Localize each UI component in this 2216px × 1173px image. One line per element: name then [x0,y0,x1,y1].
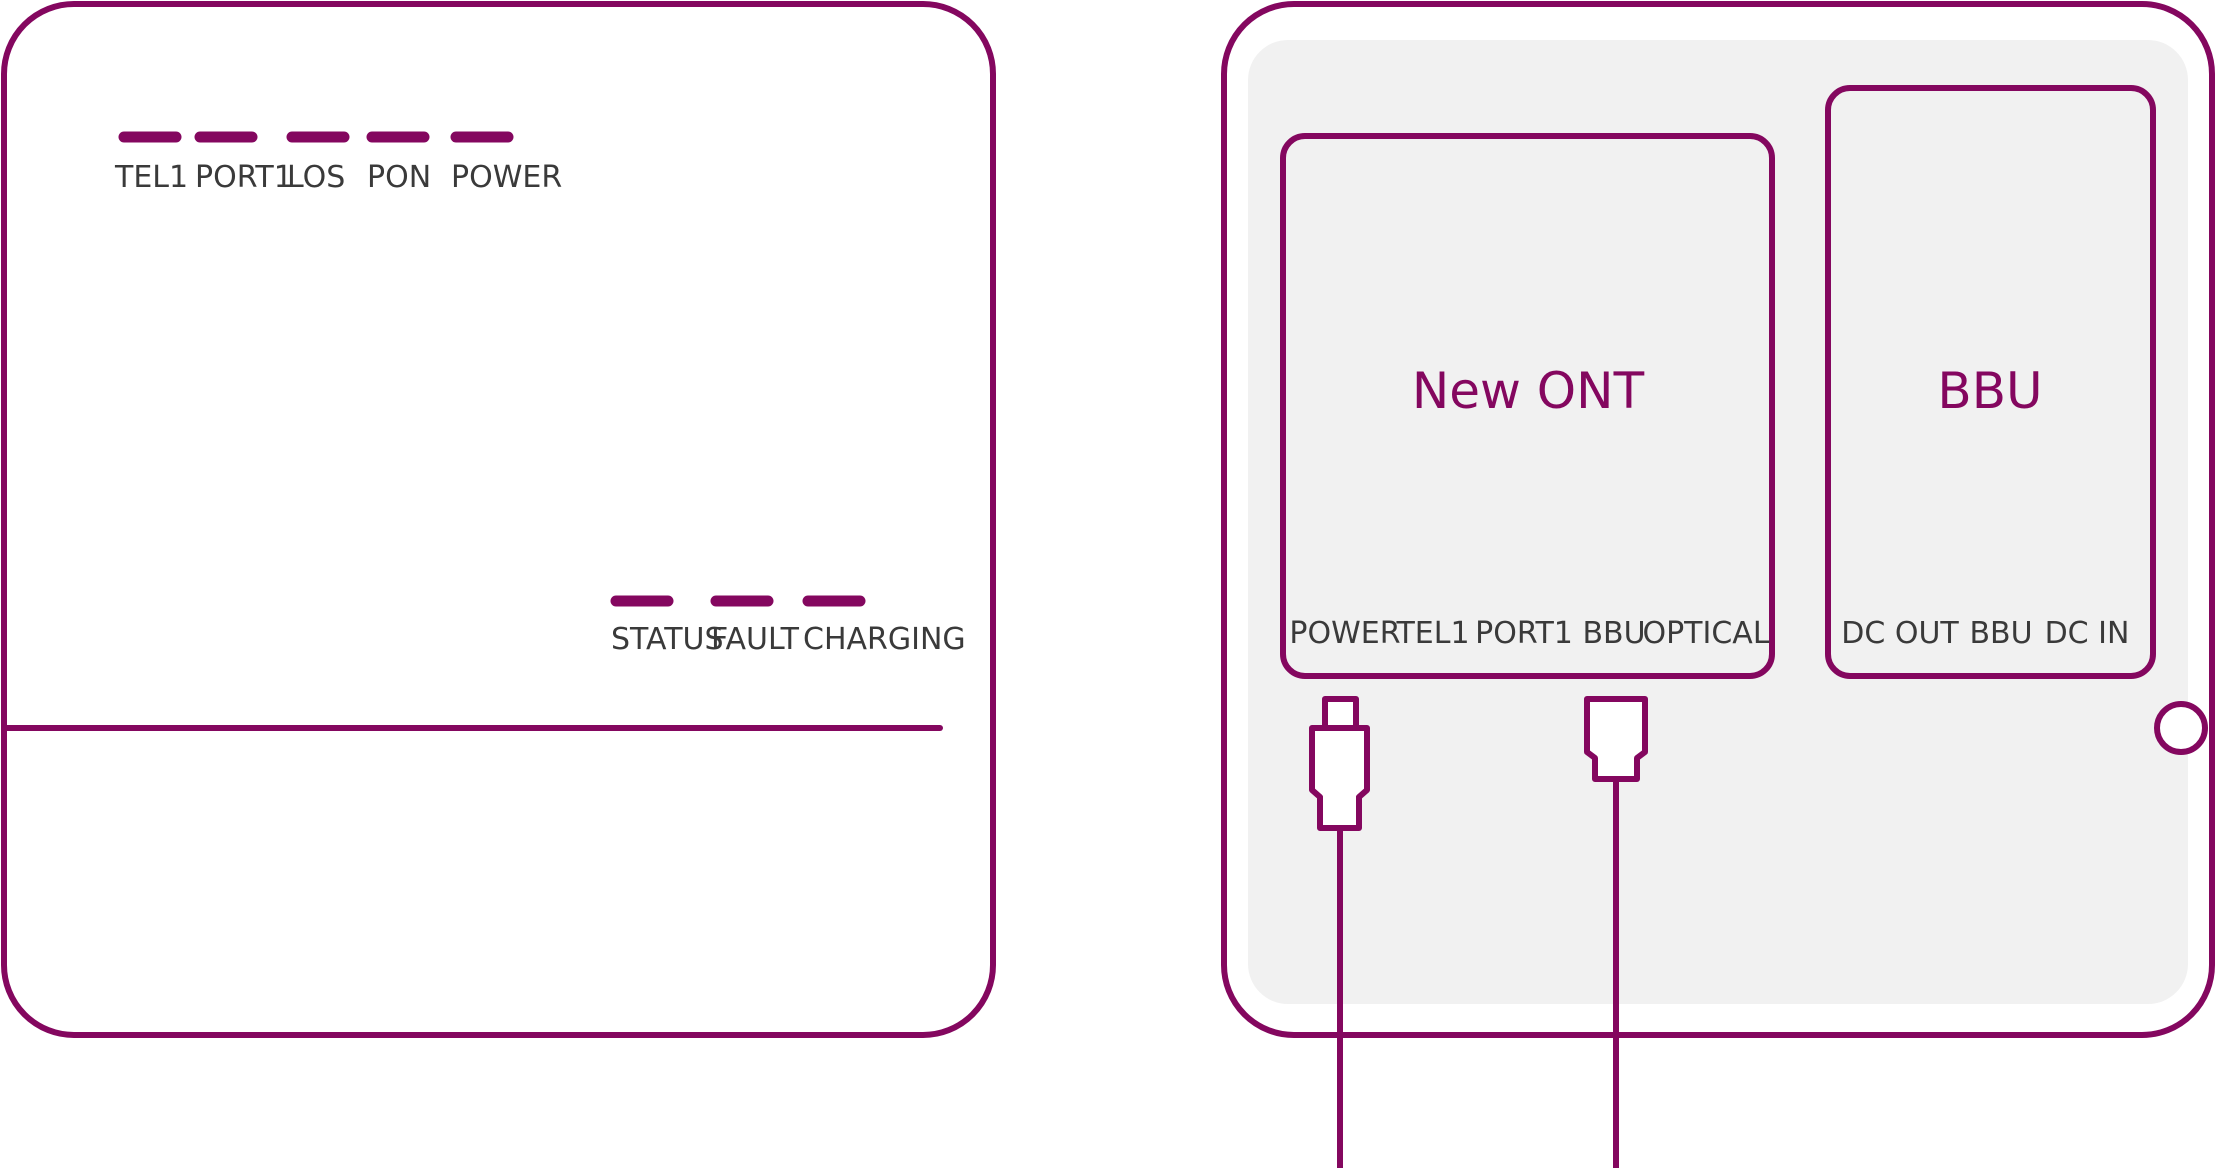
bbu-title: BBU [1937,362,2042,420]
led-los-label: LOS [287,160,345,195]
led-status-label: STATUS [611,622,724,657]
led-pon-label: PON [367,160,431,195]
led-port1-label: PORT1 [195,160,293,195]
ont-port-bbu-label: BBU [1582,616,1645,651]
bbu-module: BBU DC OUT BBU DC IN [1825,85,2156,679]
front-device: TEL1 PORT1 LOS PON POWER STATUS FAULT CH… [1,1,996,1038]
front-top-led-group: TEL1 PORT1 LOS PON POWER [114,131,562,195]
ont-port-port1-label: PORT1 [1475,616,1573,651]
front-device-body [1,1,996,1038]
ont-box [1280,133,1775,679]
bbu-port-dc-out-label: DC OUT [1841,616,1959,651]
power-cable [1309,696,1370,1168]
front-bottom-led-group: STATUS FAULT CHARGING [610,595,966,657]
ont-module: New ONT POWER TEL1 PORT1 BBU OPTICAL [1280,133,1775,679]
side-round-button[interactable] [2154,701,2208,755]
led-fault-label: FAULT [711,622,800,657]
bbu-port-dc-in-label: DC IN [2045,616,2130,651]
led-charging-label: CHARGING [803,622,966,657]
rear-device: New ONT POWER TEL1 PORT1 BBU OPTICAL BBU… [1221,1,2215,1168]
bbu-cable [1584,696,1648,1168]
led-power-label: POWER [451,160,562,195]
bbu-plug-icon [1584,696,1648,782]
bbu-port-bbu-label: BBU [1969,616,2032,651]
ont-port-power-label: POWER [1289,616,1400,651]
led-tel1-label: TEL1 [114,160,188,195]
ont-title: New ONT [1412,362,1645,420]
power-plug-icon [1309,696,1370,831]
bbu-box [1825,85,2156,679]
ont-port-tel1-label: TEL1 [1395,616,1469,651]
rear-device-panel [1248,40,2188,1004]
ont-port-optical-label: OPTICAL [1642,616,1769,651]
